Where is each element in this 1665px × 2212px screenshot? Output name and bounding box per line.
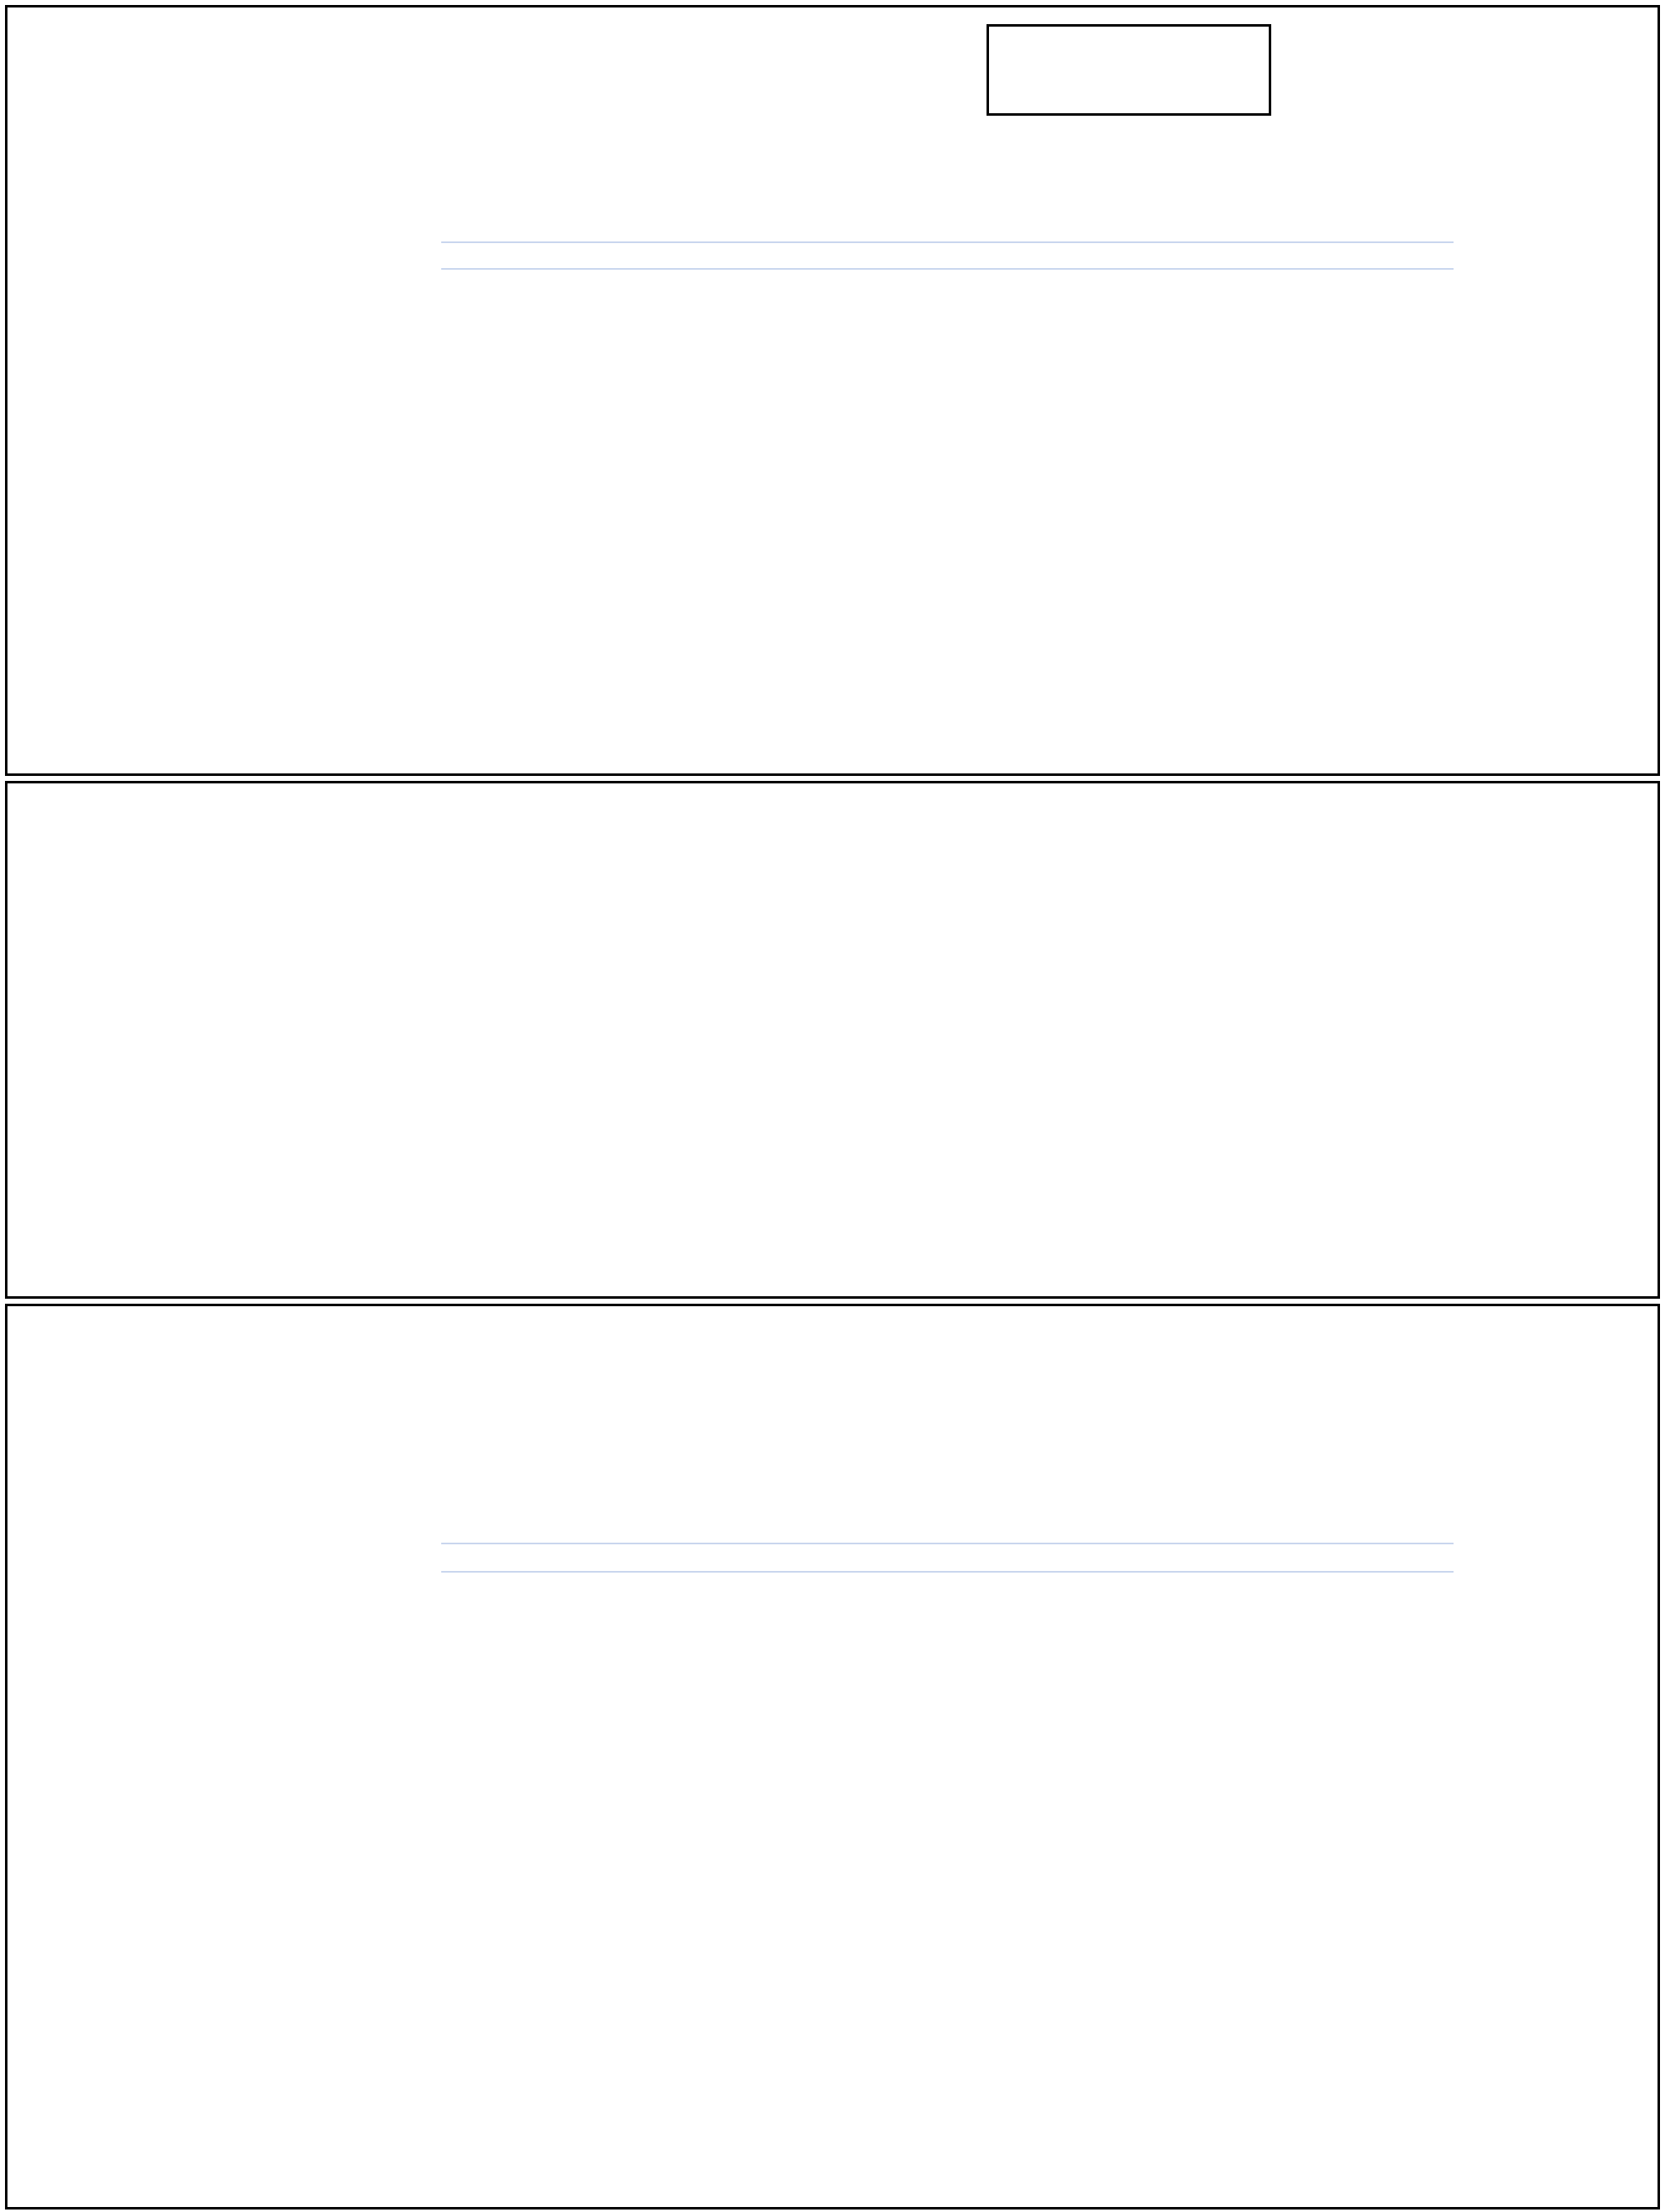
row-dendrogram-c — [16, 1599, 436, 2132]
panel-a — [5, 5, 1660, 776]
color-key-a — [32, 9, 482, 217]
color-key-c — [27, 1326, 477, 1534]
row-dendrogram-a — [16, 273, 436, 759]
column-classbar-a — [441, 241, 1454, 270]
heatmap-a — [441, 273, 1454, 759]
column-samplebar-c — [441, 1543, 1454, 1573]
panel-c — [5, 1304, 1660, 2210]
panel-b — [5, 781, 1660, 1299]
column-dendrogram-a — [441, 101, 1454, 239]
column-dendrogram-c — [441, 1323, 1454, 1539]
correlation-box-a — [987, 24, 1271, 116]
heatmap-c — [441, 1599, 1454, 2132]
